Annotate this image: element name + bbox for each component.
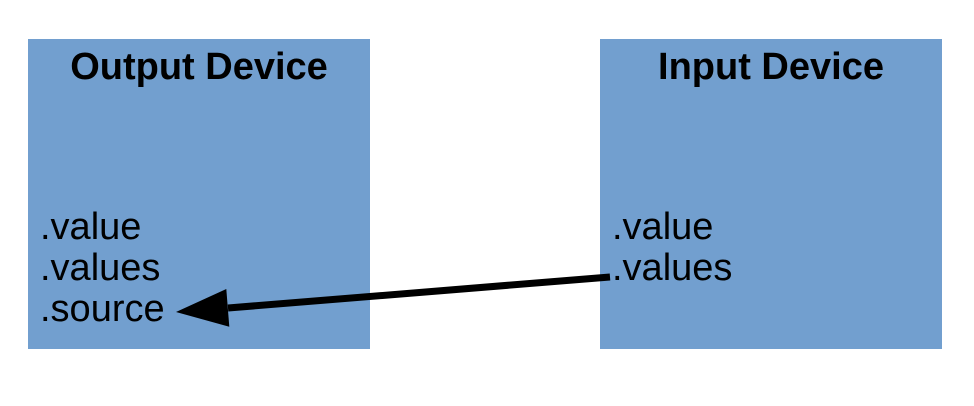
output-device-fields: .value .values .source xyxy=(40,207,165,330)
input-device-fields: .value .values xyxy=(612,207,732,289)
output-field-source: .source xyxy=(40,288,165,330)
output-device-title: Output Device xyxy=(70,46,328,88)
input-device-box: Input Device .value .values xyxy=(600,39,942,349)
output-field-value: .value xyxy=(40,206,142,248)
input-field-values: .values xyxy=(612,247,733,289)
output-field-values: .values xyxy=(40,247,161,289)
input-field-value: .value xyxy=(612,206,714,248)
output-device-box: Output Device .value .values .source xyxy=(28,39,370,349)
input-device-title: Input Device xyxy=(658,46,884,88)
